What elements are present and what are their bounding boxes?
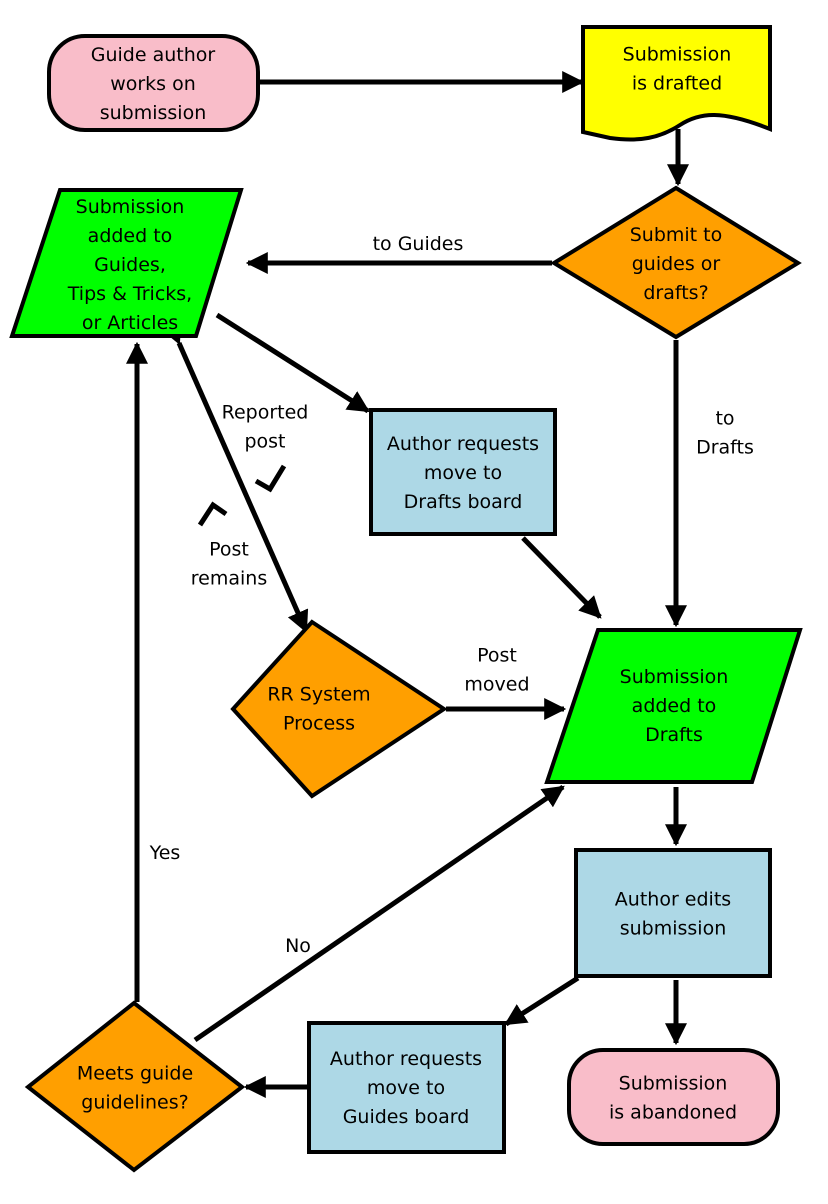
text-line: submission [620, 918, 727, 940]
text-line: Submission [619, 1073, 728, 1095]
node-text: Meets guide guidelines? [77, 1063, 193, 1114]
node-text: Guide author works on submission [91, 44, 216, 124]
decision-shape [550, 185, 802, 340]
text-line: added to [88, 225, 173, 247]
text-line: guides or [632, 253, 721, 275]
text-line: moved [464, 674, 529, 696]
node-text: Submission added to Guides, Tips & Tricks, o… [67, 196, 192, 334]
node-text: Submission is abandoned [609, 1073, 737, 1124]
text-line: post [244, 431, 285, 453]
edge-label-post-moved: Post moved [464, 645, 529, 696]
node-text: Author requests move to Drafts board [387, 433, 539, 513]
text-line: Submission [76, 196, 185, 218]
text-line: move to [367, 1077, 445, 1099]
node-request-move-to-drafts: Author requests move to Drafts board [369, 408, 557, 536]
node-added-to-guides: Submission added to Guides, Tips & Tricks, o… [9, 188, 244, 338]
edge-label-post-remains: Post remains [191, 539, 267, 590]
edge-guides-rr-reported [160, 320, 309, 634]
node-submit-decision: Submit to guides or drafts? [550, 185, 802, 340]
decision-shape [230, 619, 448, 799]
text-line: Guide author [91, 44, 216, 66]
document-shape [581, 25, 772, 142]
text-line: Meets guide [77, 1063, 193, 1085]
text-line: Guides, [94, 254, 166, 276]
node-text: Submission added to Drafts [620, 666, 729, 746]
text-line: Drafts [696, 437, 754, 459]
text-line: Process [283, 713, 355, 735]
text-line: Submission [620, 666, 729, 688]
text-line: drafts? [643, 282, 708, 304]
edge-guides-to-request-drafts [215, 312, 370, 414]
node-author-edits: Author edits submission [574, 848, 772, 978]
text-line: Drafts [645, 724, 703, 746]
reported-chevron-mark [254, 464, 287, 493]
text-line: or Articles [82, 312, 178, 334]
data-shape [544, 628, 803, 784]
text-line: submission [100, 102, 207, 124]
node-text: Author requests move to Guides board [330, 1048, 482, 1128]
text-line: Post [209, 539, 249, 561]
text-line: move to [424, 462, 502, 484]
edge-meets-no-to-drafts [193, 784, 565, 1043]
text-line: Post [477, 645, 517, 667]
text-line: Author edits [615, 889, 731, 911]
edge-edits-to-request-guides [504, 975, 580, 1027]
edge-label-yes: Yes [149, 842, 181, 864]
node-text: Author edits submission [615, 889, 731, 940]
process-shape [307, 1021, 506, 1154]
text-line: added to [632, 695, 717, 717]
text-line: to [715, 408, 734, 430]
edge-label-to-guides: to Guides [373, 233, 464, 255]
text-line: guidelines? [81, 1092, 188, 1114]
remains-chevron-mark [197, 501, 228, 527]
edge-request-drafts-to-added-drafts [521, 536, 602, 619]
process-shape [574, 848, 772, 978]
text-line: Tips & Tricks, [67, 283, 192, 305]
text-line: RR System [267, 684, 370, 706]
text-line: is drafted [632, 73, 722, 95]
node-request-move-to-guides: Author requests move to Guides board [307, 1021, 506, 1154]
text-line: No [285, 935, 311, 957]
data-shape [9, 188, 244, 338]
node-text: Submit to guides or drafts? [630, 224, 723, 304]
node-text: Submission is drafted [623, 44, 732, 95]
terminal-shape [567, 1048, 780, 1146]
node-meets-guidelines: Meets guide guidelines? [24, 1000, 246, 1173]
text-line: remains [191, 568, 267, 590]
text-line: works on [110, 73, 196, 95]
terminal-shape [47, 34, 260, 132]
text-line: Submit to [630, 224, 723, 246]
text-line: is abandoned [609, 1102, 737, 1124]
edge-label-no: No [285, 935, 311, 957]
text-line: Guides board [343, 1106, 470, 1128]
text-line: Author requests [330, 1048, 482, 1070]
text-line: Author requests [387, 433, 539, 455]
edge-label-reported-post: Reported post [222, 402, 309, 453]
text-line: Drafts board [404, 491, 523, 513]
decision-shape [24, 1000, 246, 1173]
text-line: Yes [149, 842, 181, 864]
node-submission-abandoned: Submission is abandoned [567, 1048, 780, 1146]
node-submission-drafted: Submission is drafted [581, 25, 772, 142]
node-added-to-drafts: Submission added to Drafts [544, 628, 803, 784]
process-shape [369, 408, 557, 536]
text-line: to Guides [373, 233, 464, 255]
text-line: Submission [623, 44, 732, 66]
node-guide-author-start: Guide author works on submission [47, 34, 260, 132]
text-line: Reported [222, 402, 309, 424]
